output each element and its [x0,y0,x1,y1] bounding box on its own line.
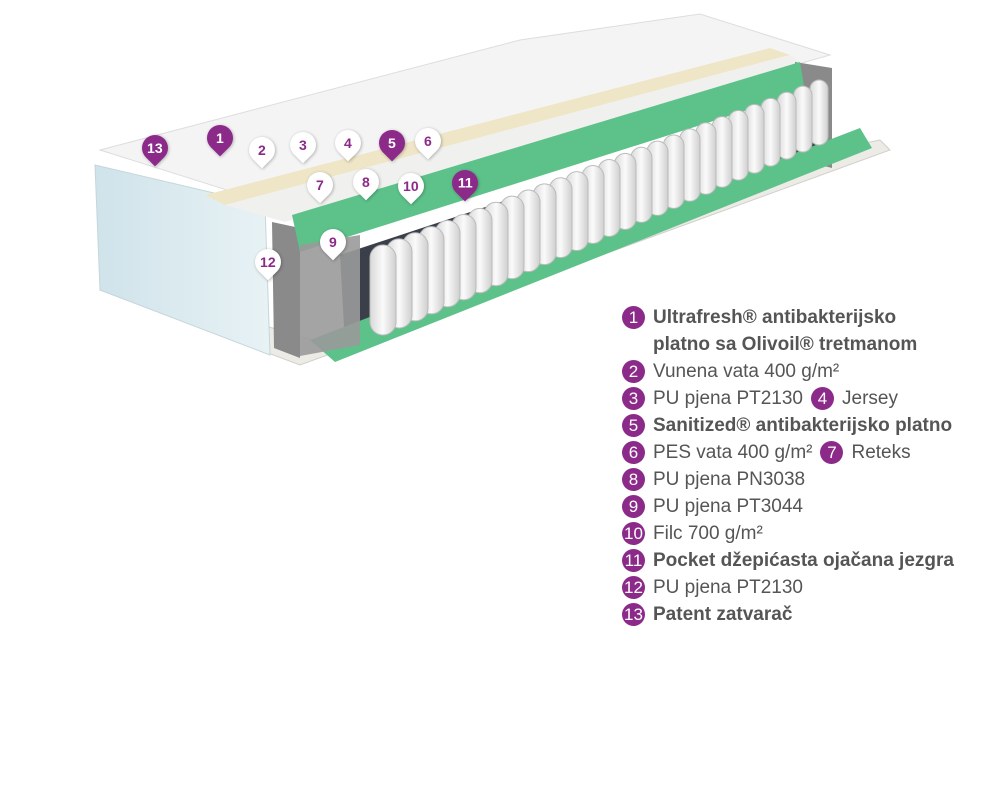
marker-number: 12 [260,254,276,271]
marker-number: 2 [258,142,266,159]
legend-label: Pocket džepićasta ojačana jezgra [653,550,954,571]
legend-number: 4 [811,387,834,410]
legend-number: 6 [622,441,645,464]
marker-number: 3 [299,137,307,154]
legend: 1 Ultrafresh® antibakterijsko platno sa Ol… [622,304,954,628]
legend-label: Reteks [851,442,911,463]
foam-green-top [292,62,805,252]
mattress-side-panel [94,164,271,356]
legend-number: 8 [622,468,645,491]
pocket-spring [369,244,397,336]
legend-label: PES vata 400 g/m² [653,442,813,463]
legend-number: 5 [622,414,645,437]
legend-label: Filc 700 g/m² [653,523,763,544]
marker-number: 9 [329,234,337,251]
spring-core [369,79,829,336]
legend-label: Sanitized® antibakterijsko platno [653,415,953,436]
legend-item-12: 12 PU pjena PT2130 [622,574,954,601]
frame-front-block [300,235,360,356]
marker-number: 10 [403,178,419,195]
legend-label: PU pjena PT2130 [653,388,803,409]
legend-item-9: 9 PU pjena PT3044 [622,493,954,520]
marker-number: 13 [147,140,163,157]
legend-label: Ultrafresh® antibakterijsko [653,307,897,328]
legend-number: 10 [622,522,645,545]
legend-item-13: 13 Patent zatvarač [622,601,954,628]
legend-number: 2 [622,360,645,383]
legend-label: Vunena vata 400 g/m² [653,361,840,382]
legend-item-5: 5 Sanitized® antibakterijsko platno [622,412,954,439]
legend-label: Jersey [842,388,898,409]
legend-number: 12 [622,576,645,599]
legend-number: 13 [622,603,645,626]
legend-number: 3 [622,387,645,410]
legend-label: Patent zatvarač [653,604,793,625]
marker-number: 8 [362,174,370,191]
marker-number: 5 [388,135,396,152]
legend-item-8: 8 PU pjena PN3038 [622,466,954,493]
legend-label: PU pjena PT2130 [653,577,803,598]
marker-number: 1 [216,130,224,147]
legend-label: platno sa Olivoil® tretmanom [653,334,918,355]
legend-item-3: 3 PU pjena PT2130 4 Jersey [622,385,954,412]
legend-number: 11 [622,549,645,572]
legend-item-1: 1 Ultrafresh® antibakterijsko [622,304,954,331]
marker-number: 11 [457,175,473,191]
pocket-spring [809,79,829,146]
legend-label: PU pjena PT3044 [653,496,803,517]
layer-wool [205,48,790,205]
legend-item-11: 11 Pocket džepićasta ojačana jezgra [622,547,954,574]
frame-left [272,222,300,358]
legend-item-10: 10 Filc 700 g/m² [622,520,954,547]
legend-item-6: 6 PES vata 400 g/m² 7 Reteks [622,439,954,466]
marker-number: 6 [424,133,432,150]
legend-number: 1 [622,306,645,329]
legend-label: PU pjena PN3038 [653,469,806,490]
legend-item-2: 2 Vunena vata 400 g/m² [622,358,954,385]
marker-number: 4 [344,135,352,152]
legend-number: 9 [622,495,645,518]
marker-number: 7 [316,177,324,194]
legend-number: 7 [820,441,844,464]
legend-item-1-cont: platno sa Olivoil® tretmanom [622,331,954,358]
